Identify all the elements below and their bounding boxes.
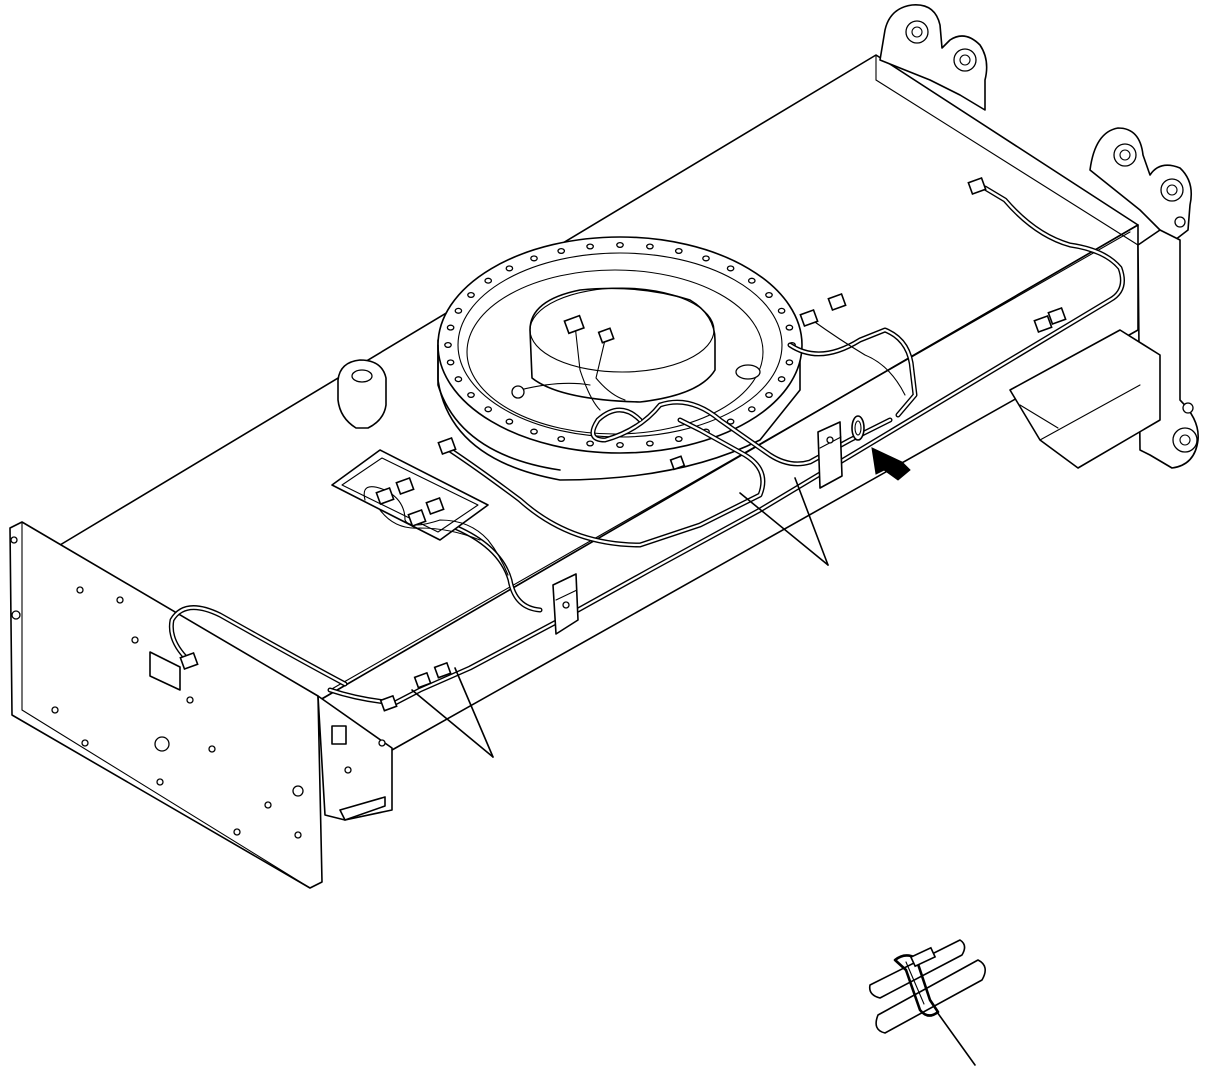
connector-block <box>179 176 1067 712</box>
flange-bolt-hole <box>765 391 773 399</box>
cable-tie-detail <box>868 939 986 1066</box>
flange-bolt-hole <box>467 391 475 399</box>
clamp-bracket <box>552 415 865 635</box>
flange-bolt-hole <box>777 307 786 314</box>
flange-bolt-hole <box>446 324 455 331</box>
flange-bolt-hole <box>484 406 493 413</box>
slewing-ring-flange <box>437 236 803 481</box>
flange-bolt-hole <box>785 359 794 366</box>
flange-bolt-hole <box>726 265 735 272</box>
flange-bolt-hole <box>467 291 475 299</box>
flange-bolt-hole <box>674 435 683 443</box>
flange-bolt-hole <box>505 265 514 272</box>
flange-bolt-hole <box>646 440 654 447</box>
locating-arrow <box>871 447 911 481</box>
clevis-bracket-right <box>1009 127 1199 469</box>
flange-bolt-hole <box>454 307 463 314</box>
flange-bolt-hole <box>505 418 514 425</box>
flange-bolt-hole <box>747 406 756 413</box>
flange-bolt-hole <box>674 247 683 255</box>
flange-bolt-hole <box>557 435 566 443</box>
flange-bolt-hole <box>586 243 594 250</box>
flange-bolt-hole <box>530 428 538 435</box>
flange-bolt-hole <box>557 247 566 255</box>
lifting-lug <box>337 359 387 429</box>
flange-bolt-hole <box>530 255 538 262</box>
flange-bolt-hole <box>616 441 624 449</box>
clevis-bracket-top <box>879 4 988 111</box>
flange-bolt-hole <box>702 255 710 262</box>
flange-bolt-hole <box>454 376 463 383</box>
flange-bolt-hole <box>586 440 594 447</box>
flange-bolt-hole <box>785 324 794 331</box>
flange-bolt-hole <box>765 291 773 299</box>
flange-bolt-hole <box>616 241 624 249</box>
flange-bolt-hole <box>646 243 654 250</box>
flange-bolt-hole <box>484 277 493 284</box>
flange-bolt-hole <box>446 359 455 366</box>
flange-bolt-hole <box>747 277 756 284</box>
end-plate <box>9 521 393 889</box>
flange-bolt-hole <box>444 341 452 349</box>
flange-bolt-hole <box>777 376 786 383</box>
leader-lines <box>411 477 829 758</box>
flange-bolt-hole <box>726 418 735 425</box>
